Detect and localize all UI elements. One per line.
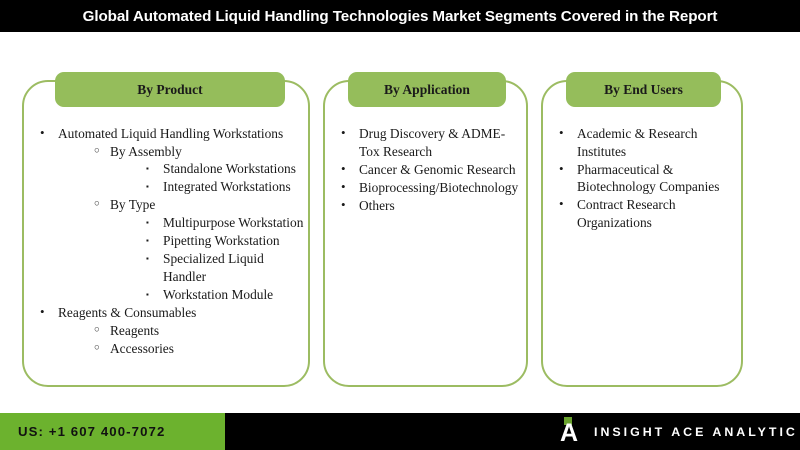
logo-icon: A (556, 416, 582, 447)
segment-list-application: • Drug Discovery & ADME-Tox Research • C… (331, 125, 521, 215)
list-item: • Contract Research Organizations (549, 196, 739, 231)
segment-card-product (22, 80, 310, 387)
list-item-label: Integrated Workstations (163, 179, 291, 195)
bullet-circle-icon: ○ (94, 145, 100, 156)
footer-bar: US: +1 607 400-7072 A INSIGHT ACE ANALYT… (0, 413, 800, 450)
bullet-square-icon: ▪ (146, 217, 149, 227)
footer-phone-block[interactable]: US: +1 607 400-7072 (0, 413, 225, 450)
page-title: Global Automated Liquid Handling Technol… (82, 7, 718, 25)
list-item: ○ By Type ▪ Multipurpose Workstation ▪ P… (80, 196, 305, 303)
list-item-label: By Type (110, 197, 156, 213)
bullet-square-icon: ▪ (146, 236, 149, 246)
list-item-label: Multipurpose Workstation (163, 214, 304, 230)
bullet-square-icon: ▪ (146, 254, 149, 264)
list-item: • Others (331, 197, 521, 215)
list-item: • Academic & Research Institutes (549, 125, 739, 160)
list-item: • Automated Liquid Handling Workstations… (30, 125, 305, 303)
list-item-label: Accessories (110, 340, 174, 356)
bullet-dot-icon: • (559, 160, 564, 176)
bullet-dot-icon: • (341, 196, 346, 212)
list-level-2: ○ Reagents ○ Accessories (80, 322, 305, 358)
bullet-circle-icon: ○ (94, 199, 100, 210)
list-item-label: Automated Liquid Handling Workstations (58, 126, 284, 141)
list-item: ▪ Integrated Workstations (132, 178, 305, 196)
list-item-label: Others (359, 197, 395, 213)
bullet-dot-icon: • (40, 125, 45, 140)
bullet-square-icon: ▪ (146, 182, 149, 192)
list-item: ▪ Workstation Module (132, 286, 305, 304)
list-item: ○ Reagents (80, 322, 305, 340)
bullet-square-icon: ▪ (146, 289, 149, 299)
list-item: • Cancer & Genomic Research (331, 161, 521, 179)
list-item-label: Workstation Module (163, 286, 274, 302)
segment-header-product-label: By Product (137, 81, 203, 97)
brand-name: INSIGHT ACE ANALYTIC (594, 424, 798, 439)
list-item-label: Pipetting Workstation (163, 233, 280, 249)
bullet-dot-icon: • (40, 303, 45, 319)
logo-square-accent-icon (564, 416, 572, 425)
segment-header-endusers: By End Users (566, 72, 721, 107)
segment-list-product: • Automated Liquid Handling Workstations… (30, 125, 305, 358)
list-item-label: Standalone Workstations (163, 161, 296, 177)
bullet-square-icon: ▪ (146, 164, 149, 174)
list-level-2: ○ By Assembly ▪ Standalone Workstations … (80, 143, 305, 304)
list-item-label: Cancer & Genomic Research (359, 161, 516, 177)
list-item-label: Contract Research Organizations (577, 197, 676, 230)
list-level-3: ▪ Standalone Workstations ▪ Integrated W… (132, 160, 305, 196)
bullet-dot-icon: • (341, 178, 346, 194)
bullet-dot-icon: • (341, 125, 346, 140)
segment-header-application: By Application (348, 72, 506, 107)
list-item: ▪ Standalone Workstations (132, 160, 305, 178)
segment-list-endusers: • Academic & Research Institutes • Pharm… (549, 125, 739, 232)
list-item: ○ By Assembly ▪ Standalone Workstations … (80, 143, 305, 196)
list-item-label: Pharmaceutical & Biotechnology Companies (577, 161, 720, 195)
list-level-1: • Automated Liquid Handling Workstations… (30, 125, 305, 357)
segment-header-endusers-label: By End Users (604, 81, 683, 97)
list-level-1: • Academic & Research Institutes • Pharm… (549, 125, 739, 232)
segment-header-application-label: By Application (384, 81, 470, 97)
list-item-label: Drug Discovery & ADME-Tox Research (359, 126, 506, 159)
segment-card-endusers (541, 80, 743, 387)
list-item-label: By Assembly (110, 143, 182, 159)
bullet-circle-icon: ○ (94, 324, 100, 335)
list-item: ▪ Multipurpose Workstation (132, 214, 305, 232)
bullet-dot-icon: • (341, 160, 346, 176)
list-item: ▪ Specialized Liquid Handler (132, 250, 305, 285)
segment-card-application (323, 80, 528, 387)
logo-letter: A (559, 418, 579, 447)
list-item: • Bioprocessing/Biotechnology (331, 179, 521, 197)
list-item: • Reagents & Consumables ○ Reagents ○ Ac… (30, 304, 305, 357)
list-level-3: ▪ Multipurpose Workstation ▪ Pipetting W… (132, 214, 305, 303)
list-item-label: Bioprocessing/Biotechnology (359, 179, 519, 195)
brand-logo: A INSIGHT ACE ANALYTIC (556, 413, 798, 450)
segment-header-product: By Product (55, 72, 285, 107)
list-item-label: Academic & Research Institutes (577, 126, 698, 159)
footer-phone-number[interactable]: US: +1 607 400-7072 (18, 424, 166, 439)
bullet-circle-icon: ○ (94, 342, 100, 353)
list-item: • Drug Discovery & ADME-Tox Research (331, 125, 521, 160)
list-item: • Pharmaceutical & Biotechnology Compani… (549, 161, 739, 196)
list-level-1: • Drug Discovery & ADME-Tox Research • C… (331, 125, 521, 214)
list-item-label: Reagents & Consumables (58, 304, 197, 320)
bullet-dot-icon: • (559, 125, 564, 140)
list-item: ○ Accessories (80, 340, 305, 358)
title-bar: Global Automated Liquid Handling Technol… (0, 0, 800, 32)
list-item-label: Specialized Liquid Handler (163, 251, 264, 284)
bullet-dot-icon: • (559, 196, 564, 212)
list-item-label: Reagents (110, 322, 160, 338)
segments-container: By Product • Automated Liquid Handling W… (0, 32, 800, 413)
list-item: ▪ Pipetting Workstation (132, 232, 305, 250)
